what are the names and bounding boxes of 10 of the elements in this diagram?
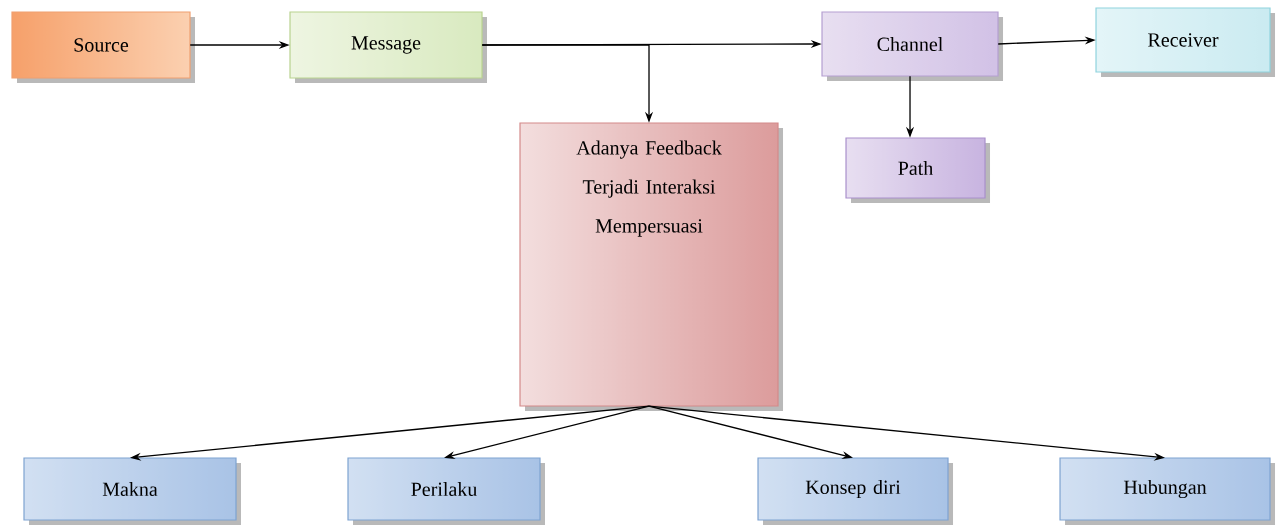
feedback-box: Adanya Feedback Terjadi Interaksi Mempersuasi <box>519 122 783 411</box>
process-box: Konsep diri <box>757 457 953 525</box>
process-box: Makna <box>23 457 241 525</box>
process-box: Receiver <box>1095 7 1275 77</box>
process-box: Source <box>11 11 195 83</box>
process-box: Path <box>845 137 990 203</box>
process-box: Channel <box>821 11 1003 81</box>
process-box: Hubungan <box>1059 457 1275 525</box>
process-box: Message <box>289 11 487 83</box>
process-box: Perilaku <box>347 457 545 525</box>
